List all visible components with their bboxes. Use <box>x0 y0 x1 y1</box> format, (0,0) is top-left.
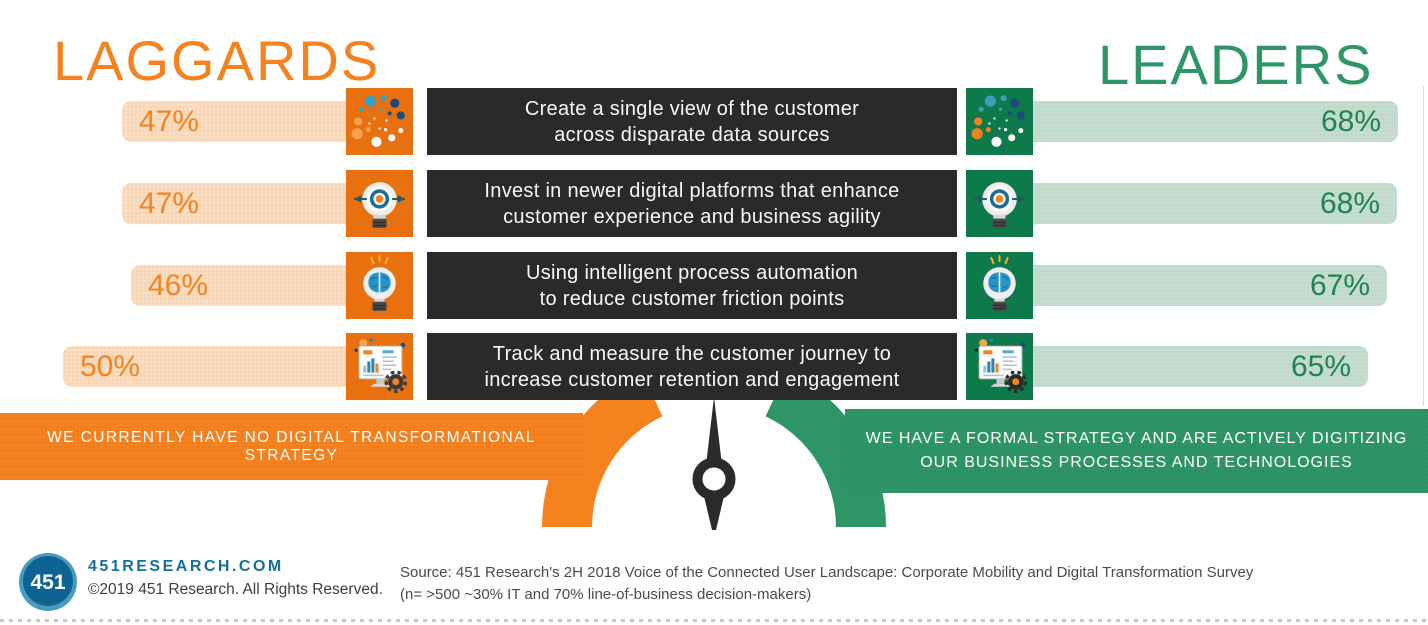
website-link[interactable]: 451RESEARCH.COM <box>88 558 284 575</box>
statement-line1: Invest in newer digital platforms that e… <box>484 179 900 202</box>
source-line1: Source: 451 Research's 2H 2018 Voice of … <box>400 564 1254 581</box>
data-sources-icon <box>971 95 1025 147</box>
leaders-bar: 68% <box>1002 183 1397 224</box>
leaders-title: LEADERS <box>1098 33 1374 96</box>
orange-icon-tile <box>346 170 413 237</box>
target-bulb-icon <box>974 182 1025 228</box>
logo-text: 451 <box>30 571 65 594</box>
laggards-bar: 47% <box>122 101 372 142</box>
analytics-monitor-icon <box>354 338 408 393</box>
analytics-monitor-icon <box>974 338 1028 393</box>
statement-box: Track and measure the customer journey t… <box>427 333 957 400</box>
laggards-pct-label: 47% <box>139 187 200 220</box>
statement-line1: Track and measure the customer journey t… <box>492 342 892 365</box>
laggards-pct-label: 46% <box>148 269 209 302</box>
leaders-bar: 65% <box>1002 346 1368 387</box>
laggards-title: LAGGARDS <box>53 29 381 92</box>
copyright-text: ©2019 451 Research. All Rights Reserved. <box>88 581 383 598</box>
leaders-pct-label: 68% <box>1320 105 1381 138</box>
orange-icon-tile <box>346 333 413 400</box>
laggards-bar: 50% <box>63 346 372 387</box>
green-icon-tile <box>966 252 1033 319</box>
leaders-bar: 68% <box>1002 101 1398 142</box>
source-line2: (n= >500 ~30% IT and 70% line-of-busines… <box>400 586 812 603</box>
stat-row: 50% 65% <box>0 333 1428 400</box>
green-icon-tile <box>966 333 1033 400</box>
orange-icon-tile <box>346 88 413 155</box>
brain-bulb-icon <box>363 255 396 311</box>
statement-line2: across disparate data sources <box>554 123 830 146</box>
stat-row: 47% 68% Invest in newer digital platform… <box>0 170 1428 237</box>
statement-line2: to reduce customer friction points <box>539 287 845 310</box>
laggards-bar: 46% <box>131 265 372 306</box>
laggards-banner-text: WE CURRENTLY HAVE NO DIGITAL TRANSFORMAT… <box>47 428 536 464</box>
bottom-dashed-strip <box>0 619 1428 622</box>
statement-line2: increase customer retention and engageme… <box>484 368 900 391</box>
statement-line1: Using intelligent process automation <box>525 261 859 284</box>
laggards-banner: WE CURRENTLY HAVE NO DIGITAL TRANSFORMAT… <box>0 413 583 480</box>
leaders-pct-label: 68% <box>1319 187 1380 220</box>
statement-box: Invest in newer digital platforms that e… <box>427 170 957 237</box>
green-icon-tile <box>966 88 1033 155</box>
statement-line1: Create a single view of the customer <box>524 97 860 120</box>
statement-box: Using intelligent process automation to … <box>427 252 957 319</box>
orange-icon-tile <box>346 252 413 319</box>
statement-line2: customer experience and business agility <box>503 205 881 228</box>
leaders-banner-line2: OUR BUSINESS PROCESSES AND TECHNOLOGIES <box>920 454 1353 471</box>
stat-row: 47% 68% Create a single view of the cust… <box>0 88 1428 155</box>
leaders-banner: WE HAVE A FORMAL STRATEGY AND ARE ACTIVE… <box>845 409 1428 493</box>
leaders-banner-line1: WE HAVE A FORMAL STRATEGY AND ARE ACTIVE… <box>865 430 1408 447</box>
brain-bulb-icon <box>983 255 1016 311</box>
right-edge-divider <box>1423 86 1424 406</box>
target-bulb-icon <box>354 182 405 228</box>
leaders-pct-label: 67% <box>1309 269 1370 302</box>
laggards-bar: 47% <box>122 183 372 224</box>
source-note: Source: 451 Research's 2H 2018 Voice of … <box>400 562 1253 606</box>
data-sources-icon <box>351 95 405 147</box>
statement-box: Create a single view of the customer acr… <box>427 88 957 155</box>
stat-row: 46% 67% Using intelligent process automa… <box>0 252 1428 319</box>
laggards-pct-label: 47% <box>139 105 200 138</box>
green-icon-tile <box>966 170 1033 237</box>
company-logo: 451 <box>19 553 77 611</box>
leaders-pct-label: 65% <box>1290 350 1351 383</box>
leaders-bar: 67% <box>1002 265 1387 306</box>
laggards-pct-label: 50% <box>80 350 141 383</box>
